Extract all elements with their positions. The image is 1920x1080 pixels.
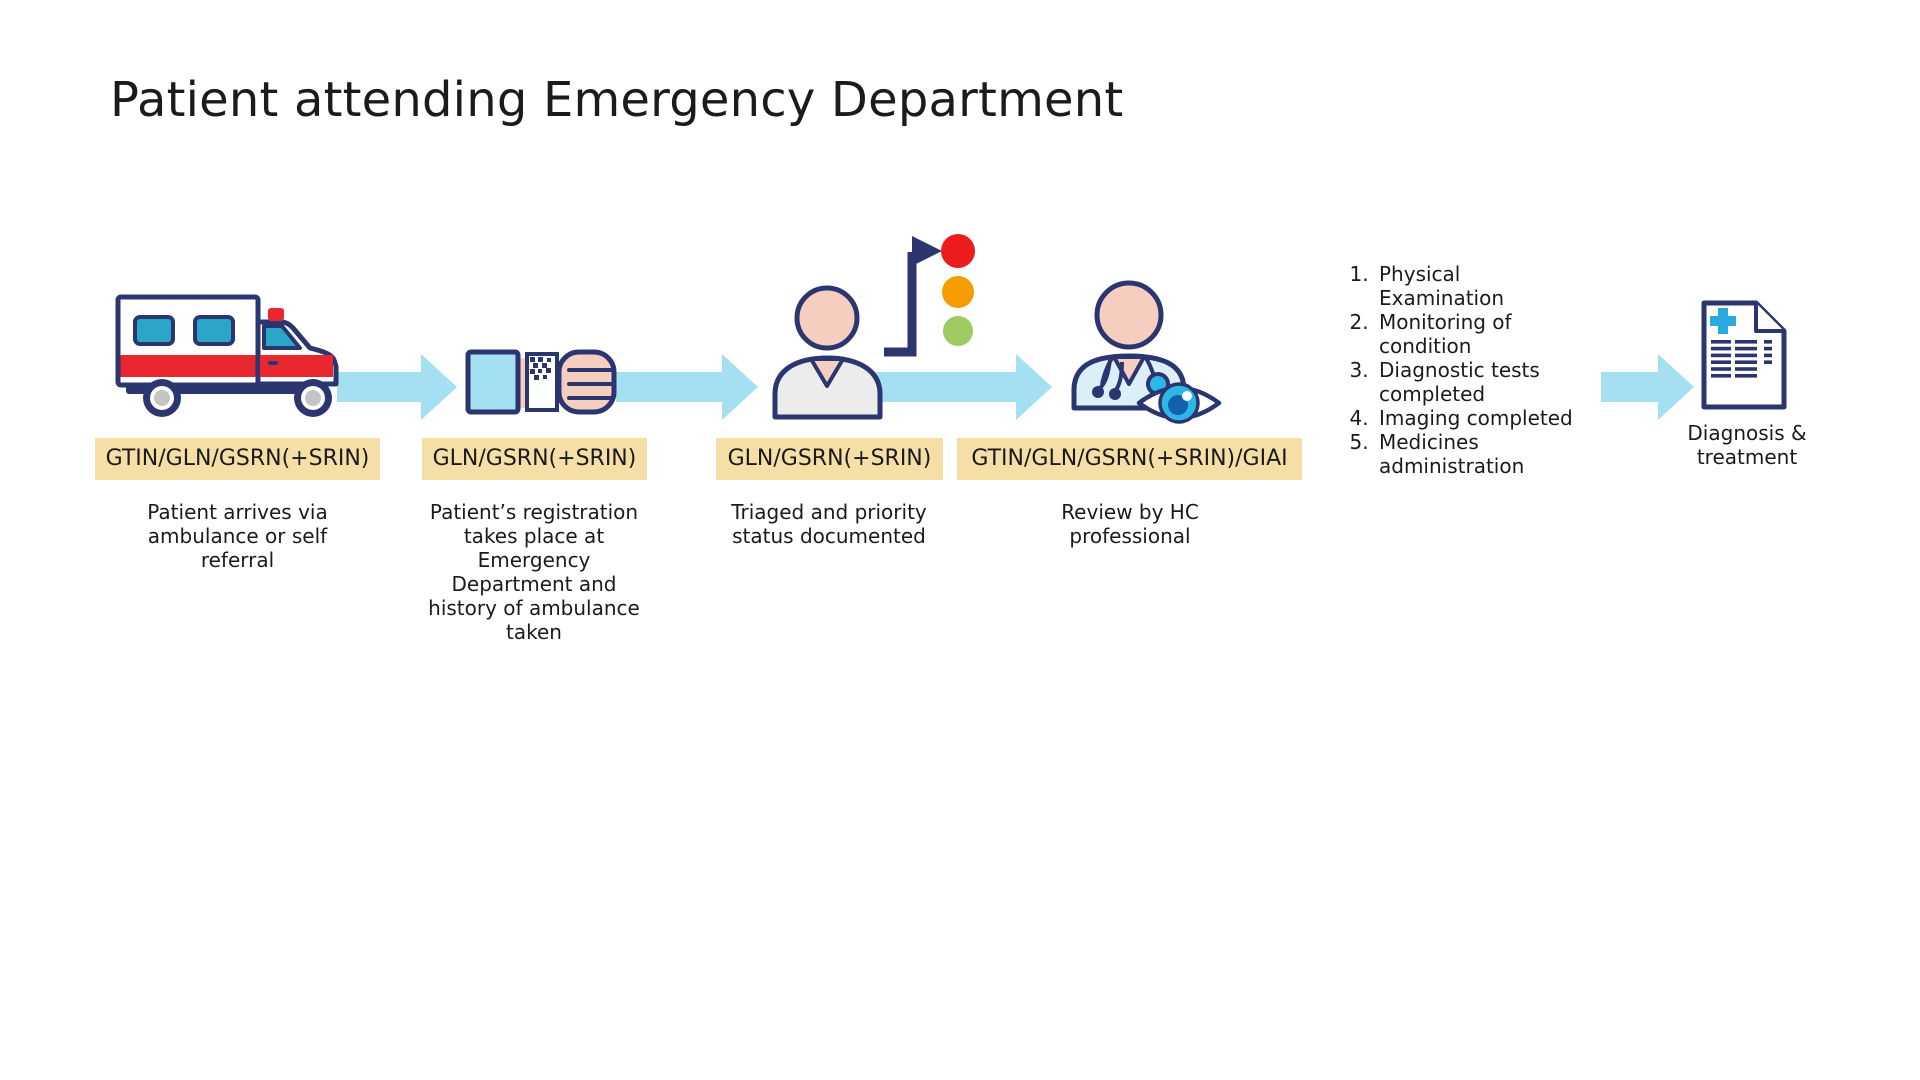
care-activity-item: Diagnostic tests completed	[1375, 358, 1585, 406]
care-activity-item: Physical Examination	[1375, 262, 1585, 310]
care-activity-item: Imaging completed	[1375, 406, 1585, 430]
clinician-eye-icon	[1071, 280, 1222, 424]
care-activities-list: Physical Examination Monitoring of condi…	[1337, 262, 1585, 478]
flow-arrow-icon	[1601, 354, 1694, 420]
flow-arrow-icon	[337, 354, 457, 420]
outcome-label: Diagnosis & treatment	[1687, 421, 1807, 469]
step-1-description: Patient arrives via ambulance or self re…	[147, 500, 328, 572]
step-4-id-tag: GTIN/GLN/GSRN(+SRIN)/GIAI	[957, 438, 1302, 480]
triage-traffic-light-icon	[884, 234, 975, 357]
care-activity-item: Monitoring of condition	[1375, 310, 1585, 358]
page-title: Patient attending Emergency Department	[110, 72, 1124, 128]
flow-arrow-icon	[616, 354, 758, 420]
step-1-id-tag: GTIN/GLN/GSRN(+SRIN)	[95, 438, 380, 480]
triage-patient-icon	[772, 285, 883, 420]
step-4-description: Review by HC professional	[1061, 500, 1199, 548]
step-2-id-tag: GLN/GSRN(+SRIN)	[422, 438, 647, 480]
step-3-description: Triaged and priority status documented	[731, 500, 927, 548]
medical-document-icon	[1701, 300, 1787, 410]
flow-arrow-icon	[858, 354, 1052, 420]
step-2-description: Patient’s registration takes place at Em…	[428, 500, 640, 644]
care-activity-item: Medicines administration	[1375, 430, 1585, 478]
step-3-id-tag: GLN/GSRN(+SRIN)	[716, 438, 943, 480]
patient-wristband-icon	[465, 349, 617, 415]
ambulance-icon	[115, 294, 339, 417]
